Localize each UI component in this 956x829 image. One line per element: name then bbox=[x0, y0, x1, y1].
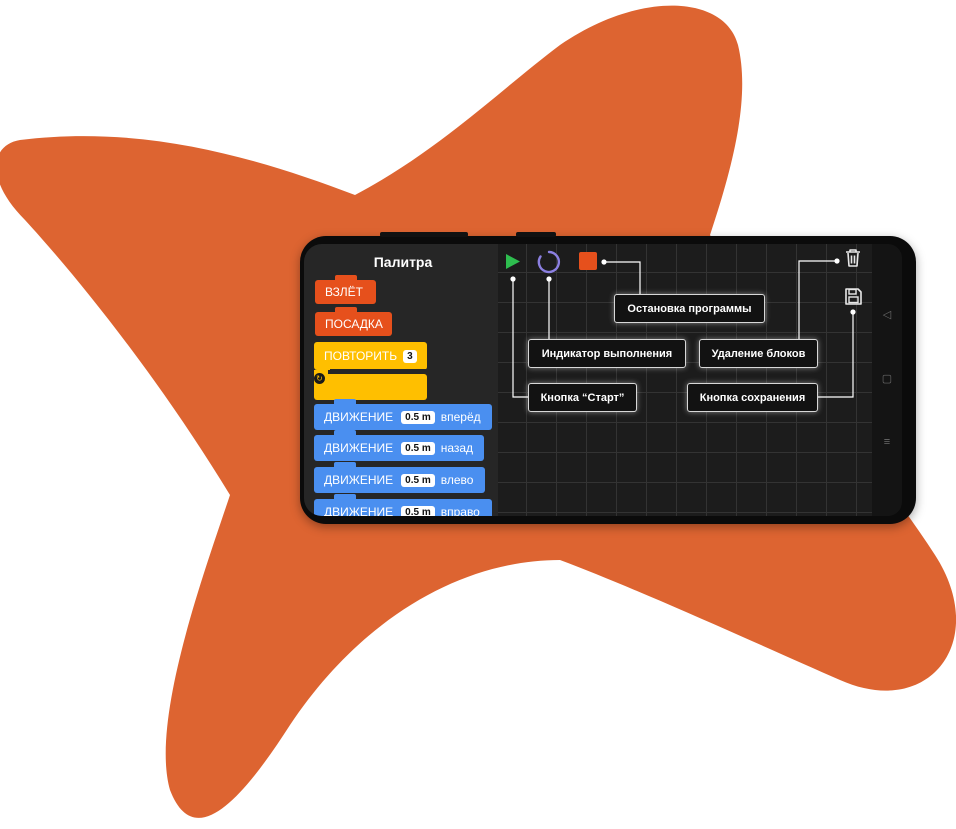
move-right-direction: вправо bbox=[440, 505, 480, 516]
stop-icon[interactable] bbox=[579, 252, 597, 270]
move-left-label: ДВИЖЕНИЕ bbox=[324, 473, 394, 487]
callout-save-button: Кнопка сохранения bbox=[687, 383, 818, 412]
repeat-label: ПОВТОРИТЬ bbox=[324, 349, 398, 363]
move-right-label: ДВИЖЕНИЕ bbox=[324, 505, 394, 516]
phone-volume-button bbox=[380, 232, 468, 237]
app-screen: Палитра ВЗЛЁТ ПОСАДКА ПОВТОРИТЬ 3 ↻ ДВИЖ… bbox=[304, 244, 872, 516]
move-left-block[interactable]: ДВИЖЕНИЕ 0.5 m влево bbox=[314, 462, 485, 493]
move-forward-label: ДВИЖЕНИЕ bbox=[324, 410, 394, 424]
home-square-icon[interactable]: ▢ bbox=[881, 373, 893, 385]
move-back-distance[interactable]: 0.5 m bbox=[401, 441, 435, 455]
repeat-count-field[interactable]: 3 bbox=[403, 349, 417, 363]
callout-stop-program: Остановка программы bbox=[614, 294, 765, 323]
move-back-block[interactable]: ДВИЖЕНИЕ 0.5 m назад bbox=[314, 430, 484, 461]
loop-arrow-icon: ↻ bbox=[314, 373, 325, 384]
move-back-direction: назад bbox=[440, 441, 474, 455]
move-forward-direction: вперёд bbox=[440, 410, 481, 424]
callout-progress-indicator: Индикатор выполнения bbox=[528, 339, 686, 368]
back-triangle-icon[interactable]: ◁ bbox=[882, 309, 892, 321]
move-forward-distance[interactable]: 0.5 m bbox=[401, 410, 435, 424]
move-left-direction: влево bbox=[440, 473, 474, 487]
palette-title: Палитра bbox=[373, 254, 433, 270]
play-icon[interactable] bbox=[505, 253, 521, 270]
system-navbar: ◁ ▢ ≡ bbox=[872, 244, 902, 516]
move-left-distance[interactable]: 0.5 m bbox=[401, 473, 435, 487]
repeat-block-footer bbox=[314, 374, 427, 400]
spinner-icon[interactable] bbox=[537, 250, 561, 274]
repeat-slot bbox=[330, 369, 427, 373]
landing-label: ПОСАДКА bbox=[325, 317, 383, 331]
callout-delete-blocks: Удаление блоков bbox=[699, 339, 818, 368]
move-right-distance[interactable]: 0.5 m bbox=[401, 505, 435, 516]
menu-lines-icon[interactable]: ≡ bbox=[883, 436, 891, 448]
phone-power-button bbox=[516, 232, 556, 237]
trash-icon[interactable] bbox=[843, 248, 863, 268]
repeat-block[interactable]: ПОВТОРИТЬ 3 bbox=[314, 342, 427, 370]
program-workspace[interactable] bbox=[498, 244, 872, 516]
floppy-disk-icon[interactable] bbox=[844, 287, 863, 306]
takeoff-block[interactable]: ВЗЛЁТ bbox=[315, 275, 376, 304]
landing-block[interactable]: ПОСАДКА bbox=[315, 307, 392, 336]
move-forward-block[interactable]: ДВИЖЕНИЕ 0.5 m вперёд bbox=[314, 399, 492, 430]
move-right-block[interactable]: ДВИЖЕНИЕ 0.5 m вправо bbox=[314, 494, 492, 516]
callout-start-button: Кнопка “Старт” bbox=[528, 383, 637, 412]
takeoff-label: ВЗЛЁТ bbox=[325, 285, 363, 299]
block-palette: Палитра ВЗЛЁТ ПОСАДКА ПОВТОРИТЬ 3 ↻ ДВИЖ… bbox=[304, 244, 498, 516]
move-back-label: ДВИЖЕНИЕ bbox=[324, 441, 394, 455]
